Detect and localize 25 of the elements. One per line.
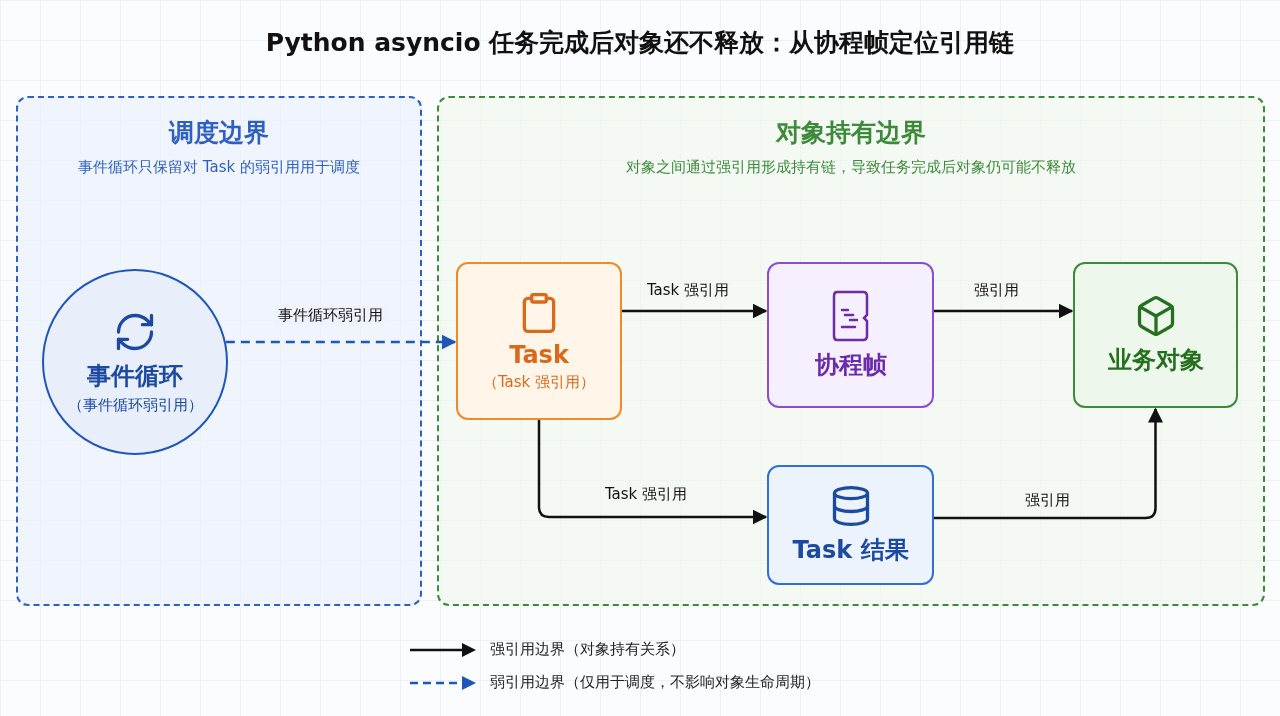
process-box bbox=[456, 262, 622, 420]
legend-text: 强引用边界（对象持有关系） bbox=[490, 640, 685, 659]
node-title: Task 结果 bbox=[792, 535, 909, 566]
node-subtitle: （事件循环弱引用） bbox=[67, 395, 203, 415]
process-box bbox=[1073, 262, 1238, 408]
arrow bbox=[934, 303, 1074, 319]
node-title: 业务对象 bbox=[1107, 345, 1204, 376]
process-box bbox=[767, 465, 934, 585]
diagram-title: Python asyncio 任务完成后对象还不释放：从协程帧定位引用链 bbox=[264, 27, 1016, 59]
legend-text: 弱引用边界（仅用于调度，不影响对象生命周期） bbox=[490, 673, 820, 692]
node-title: 事件循环 bbox=[87, 360, 183, 392]
node-title: 协程帧 bbox=[814, 350, 887, 381]
arrow bbox=[622, 303, 768, 319]
boundary-description: 事件循环只保留对 Task 的弱引用用于调度 bbox=[77, 158, 361, 177]
arrow bbox=[934, 407, 1163, 520]
arrow bbox=[537, 420, 768, 525]
boundary-description: 对象之间通过强引用形成持有链，导致任务完成后对象仍可能不释放 bbox=[625, 158, 1077, 177]
node-title: Task bbox=[509, 340, 569, 369]
boundary-title: 对象持有边界 bbox=[774, 117, 927, 149]
boundary-box bbox=[437, 96, 1265, 606]
process-box bbox=[767, 262, 934, 408]
node-subtitle: （Task 强引用） bbox=[482, 372, 596, 392]
boundary-box bbox=[16, 96, 422, 606]
boundary-title: 调度边界 bbox=[167, 117, 270, 149]
arrow bbox=[225, 334, 457, 350]
